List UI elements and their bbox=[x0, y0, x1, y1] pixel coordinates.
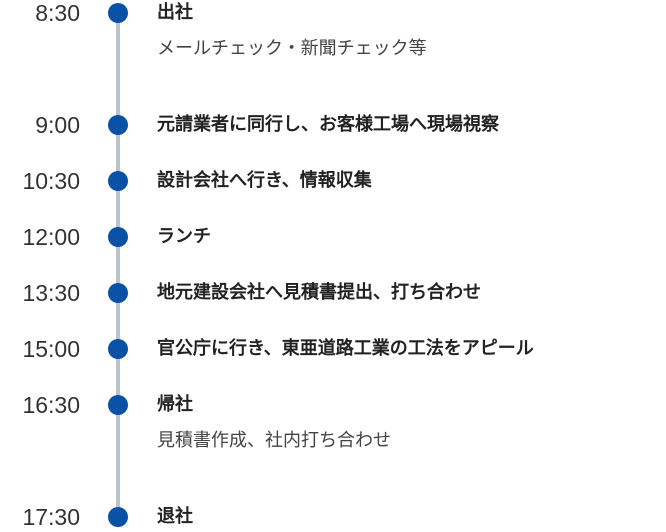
timeline-dot-icon bbox=[108, 339, 128, 359]
timeline-dot-icon bbox=[108, 115, 128, 135]
item-title: 設計会社へ行き、情報収集 bbox=[157, 170, 372, 191]
item-detail: メールチェック・新聞チェック等 bbox=[157, 38, 427, 59]
time-label: 12:00 bbox=[22, 224, 80, 250]
timeline-item: 16:30 帰社 見積書作成、社内打ち合わせ bbox=[0, 391, 666, 451]
item-title: ランチ bbox=[157, 226, 211, 247]
timeline-dot-icon bbox=[108, 507, 128, 527]
timeline-item: 9:00 元請業者に同行し、お客様工場へ現場視察 bbox=[0, 111, 666, 139]
timeline-item: 8:30 出社 メールチェック・新聞チェック等 bbox=[0, 0, 666, 59]
time-label: 9:00 bbox=[35, 112, 80, 138]
item-title: 帰社 bbox=[157, 394, 193, 415]
time-label: 16:30 bbox=[22, 392, 80, 418]
item-title: 地元建設会社へ見積書提出、打ち合わせ bbox=[157, 282, 481, 303]
timeline-line bbox=[116, 14, 120, 518]
time-label: 10:30 bbox=[22, 168, 80, 194]
timeline-item: 15:00 官公庁に行き、東亜道路工業の工法をアピール bbox=[0, 335, 666, 363]
item-title: 出社 bbox=[157, 2, 193, 23]
timeline-dot-icon bbox=[108, 3, 128, 23]
timeline-dot-icon bbox=[108, 395, 128, 415]
timeline-item: 13:30 地元建設会社へ見積書提出、打ち合わせ bbox=[0, 279, 666, 307]
timeline-dot-icon bbox=[108, 227, 128, 247]
time-label: 15:00 bbox=[22, 336, 80, 362]
timeline-dot-icon bbox=[108, 283, 128, 303]
time-label: 8:30 bbox=[35, 0, 80, 26]
item-title: 官公庁に行き、東亜道路工業の工法をアピール bbox=[157, 338, 534, 359]
timeline-dot-icon bbox=[108, 171, 128, 191]
time-label: 17:30 bbox=[22, 504, 80, 530]
item-detail: 見積書作成、社内打ち合わせ bbox=[157, 430, 391, 451]
timeline-item: 17:30 退社 bbox=[0, 503, 666, 531]
timeline-item: 10:30 設計会社へ行き、情報収集 bbox=[0, 167, 666, 195]
item-title: 元請業者に同行し、お客様工場へ現場視察 bbox=[157, 114, 499, 135]
timeline-item: 12:00 ランチ bbox=[0, 223, 666, 251]
time-label: 13:30 bbox=[22, 280, 80, 306]
item-title: 退社 bbox=[157, 506, 193, 527]
